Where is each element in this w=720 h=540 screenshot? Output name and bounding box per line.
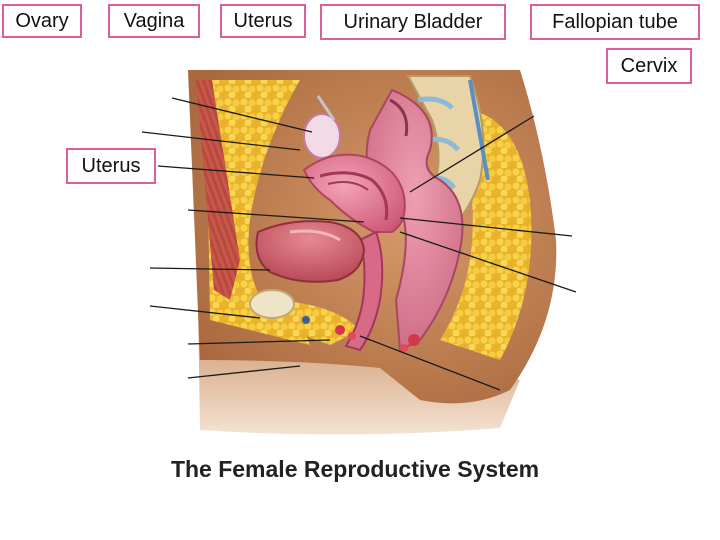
label-cervix[interactable]: Cervix bbox=[606, 48, 692, 84]
perineal-vessels bbox=[302, 316, 420, 352]
vagina-shape bbox=[344, 230, 384, 352]
label-fallopian-tube[interactable]: Fallopian tube bbox=[530, 4, 700, 40]
label-uterus[interactable]: Uterus bbox=[220, 4, 306, 38]
diagram-caption: The Female Reproductive System bbox=[170, 456, 540, 482]
label-urinary-bladder[interactable]: Urinary Bladder bbox=[320, 4, 506, 40]
bladder-shape bbox=[255, 220, 366, 283]
leader-lines bbox=[141, 97, 577, 391]
ovary-shape bbox=[303, 113, 341, 159]
label-uterus-placed[interactable]: Uterus bbox=[66, 148, 156, 184]
label-vagina[interactable]: Vagina bbox=[108, 4, 200, 38]
label-ovary[interactable]: Ovary bbox=[2, 4, 82, 38]
sacrum bbox=[406, 75, 485, 232]
